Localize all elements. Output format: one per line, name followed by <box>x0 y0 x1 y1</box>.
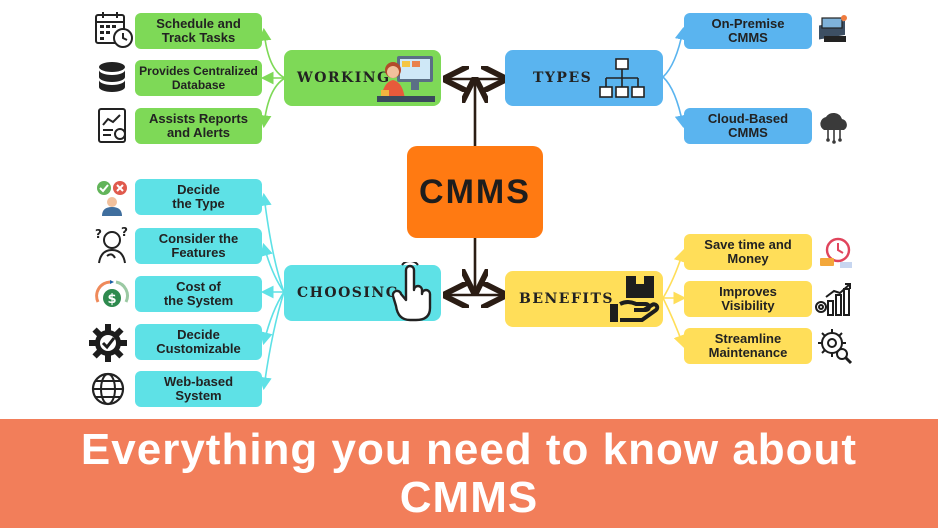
types-item-2: Cloud-Based CMMS <box>684 108 812 144</box>
benefits-item-2: Improves Visibility <box>684 281 812 317</box>
hand-holding-box-icon <box>610 276 660 322</box>
growth-chart-icon <box>815 283 851 316</box>
types-connectors <box>662 26 688 129</box>
globe-icon <box>91 372 125 406</box>
branch-working-label: WORKING <box>297 70 391 86</box>
benefits-item-3: Streamline Maintenance <box>684 328 812 364</box>
connector-lines <box>258 26 688 391</box>
svg-text:$: $ <box>107 292 116 307</box>
dollar-coin-icon: $ <box>95 280 129 307</box>
types-item-1: On-Premise CMMS <box>684 13 812 49</box>
time-money-icon <box>820 237 852 268</box>
office-worker-icon <box>377 56 435 102</box>
center-node: CMMS <box>407 146 543 238</box>
calendar-clock-icon <box>95 12 133 48</box>
branch-types-label: TYPES <box>533 70 593 86</box>
benefits-connectors <box>662 248 687 349</box>
server-workstation-icon <box>819 15 847 42</box>
working-connectors <box>258 27 286 129</box>
choosing-item-1: Decide the Type <box>135 179 262 215</box>
working-item-1: Schedule and Track Tasks <box>135 13 262 49</box>
title-banner: Everything you need to know about CMMS <box>0 419 938 528</box>
choosing-item-5: Web-based System <box>135 371 262 407</box>
branch-choosing-label: CHOOSING <box>297 285 400 301</box>
working-item-3: Assists Reports and Alerts <box>135 108 262 144</box>
choosing-item-4: Decide Customizable <box>135 324 262 360</box>
report-chart-icon <box>98 108 126 143</box>
svg-text:?: ? <box>95 227 102 241</box>
person-decision-icon <box>97 181 127 216</box>
cloud-icon <box>820 112 847 144</box>
database-icon <box>99 62 125 92</box>
working-item-2: Provides Centralized Database <box>135 60 262 96</box>
svg-text:?: ? <box>121 226 128 239</box>
thinking-person-icon: ? ? <box>95 226 128 264</box>
pointing-hand-icon <box>391 262 432 322</box>
branch-benefits-label: BENEFITS <box>519 291 614 307</box>
center-connectors <box>448 79 502 295</box>
choosing-connectors <box>258 192 285 391</box>
benefits-item-1: Save time and Money <box>684 234 812 270</box>
banner-title: Everything you need to know about CMMS <box>80 424 858 522</box>
choosing-item-2: Consider the Features <box>135 228 262 264</box>
gear-search-icon <box>818 329 853 365</box>
hierarchy-icon <box>599 58 645 98</box>
choosing-item-3: Cost of the System <box>135 276 262 312</box>
gear-check-icon <box>89 324 127 362</box>
